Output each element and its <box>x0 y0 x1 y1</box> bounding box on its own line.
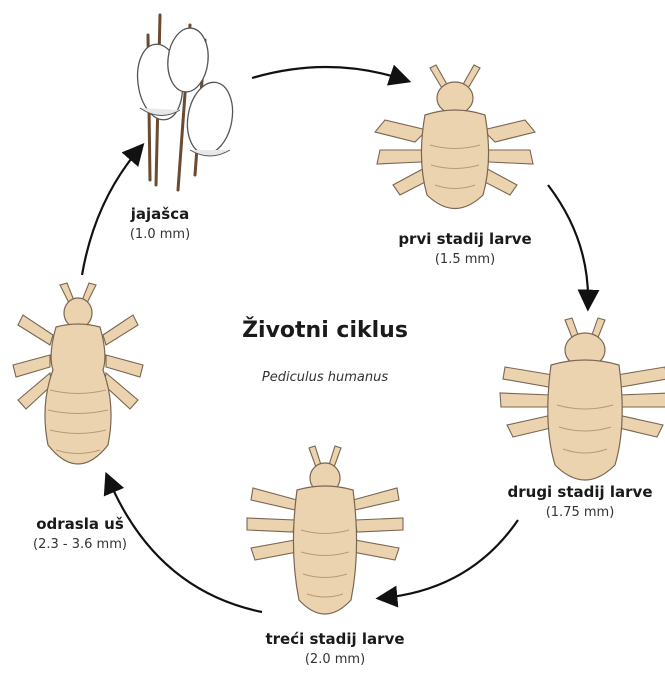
arrow-first-to-second <box>548 185 588 305</box>
stage-size: (2.0 mm) <box>255 652 415 667</box>
stage-name: treći stadij larve <box>255 630 415 648</box>
stage-label-first-larva: prvi stadij larve (1.5 mm) <box>385 230 545 267</box>
eggs-illustration <box>133 15 238 190</box>
first-larva-illustration <box>375 65 535 209</box>
adult-louse-illustration <box>13 283 143 464</box>
stage-size: (2.3 - 3.6 mm) <box>5 537 155 552</box>
stage-name: drugi stadij larve <box>495 483 665 501</box>
second-larva-illustration <box>500 318 665 480</box>
arrow-eggs-to-first <box>252 67 405 80</box>
stage-name: jajašca <box>105 205 215 223</box>
stage-size: (1.5 mm) <box>385 252 545 267</box>
stage-name: odrasla uš <box>5 515 155 533</box>
diagram-title: Životni ciklus <box>200 318 450 343</box>
diagram-subtitle: Pediculus humanus <box>200 370 450 385</box>
arrow-second-to-third <box>382 520 518 598</box>
stage-label-second-larva: drugi stadij larve (1.75 mm) <box>495 483 665 520</box>
third-larva-illustration <box>247 446 403 614</box>
stage-size: (1.0 mm) <box>105 227 215 242</box>
stage-label-eggs: jajašca (1.0 mm) <box>105 205 215 242</box>
stage-size: (1.75 mm) <box>495 505 665 520</box>
stage-name: prvi stadij larve <box>385 230 545 248</box>
stage-label-adult: odrasla uš (2.3 - 3.6 mm) <box>5 515 155 552</box>
stage-label-third-larva: treći stadij larve (2.0 mm) <box>255 630 415 667</box>
